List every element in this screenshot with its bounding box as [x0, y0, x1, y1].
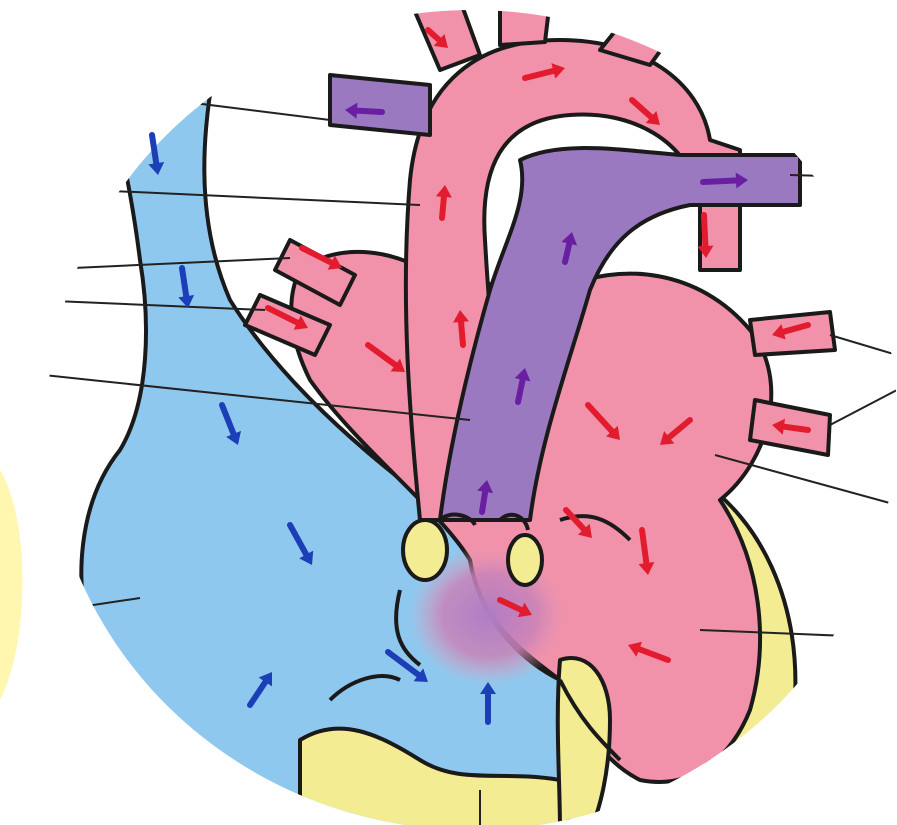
yellow-edge-shape — [0, 470, 23, 700]
diagram-clip-group — [15, 0, 897, 825]
pulmonary-artery-left-branch — [330, 75, 430, 135]
